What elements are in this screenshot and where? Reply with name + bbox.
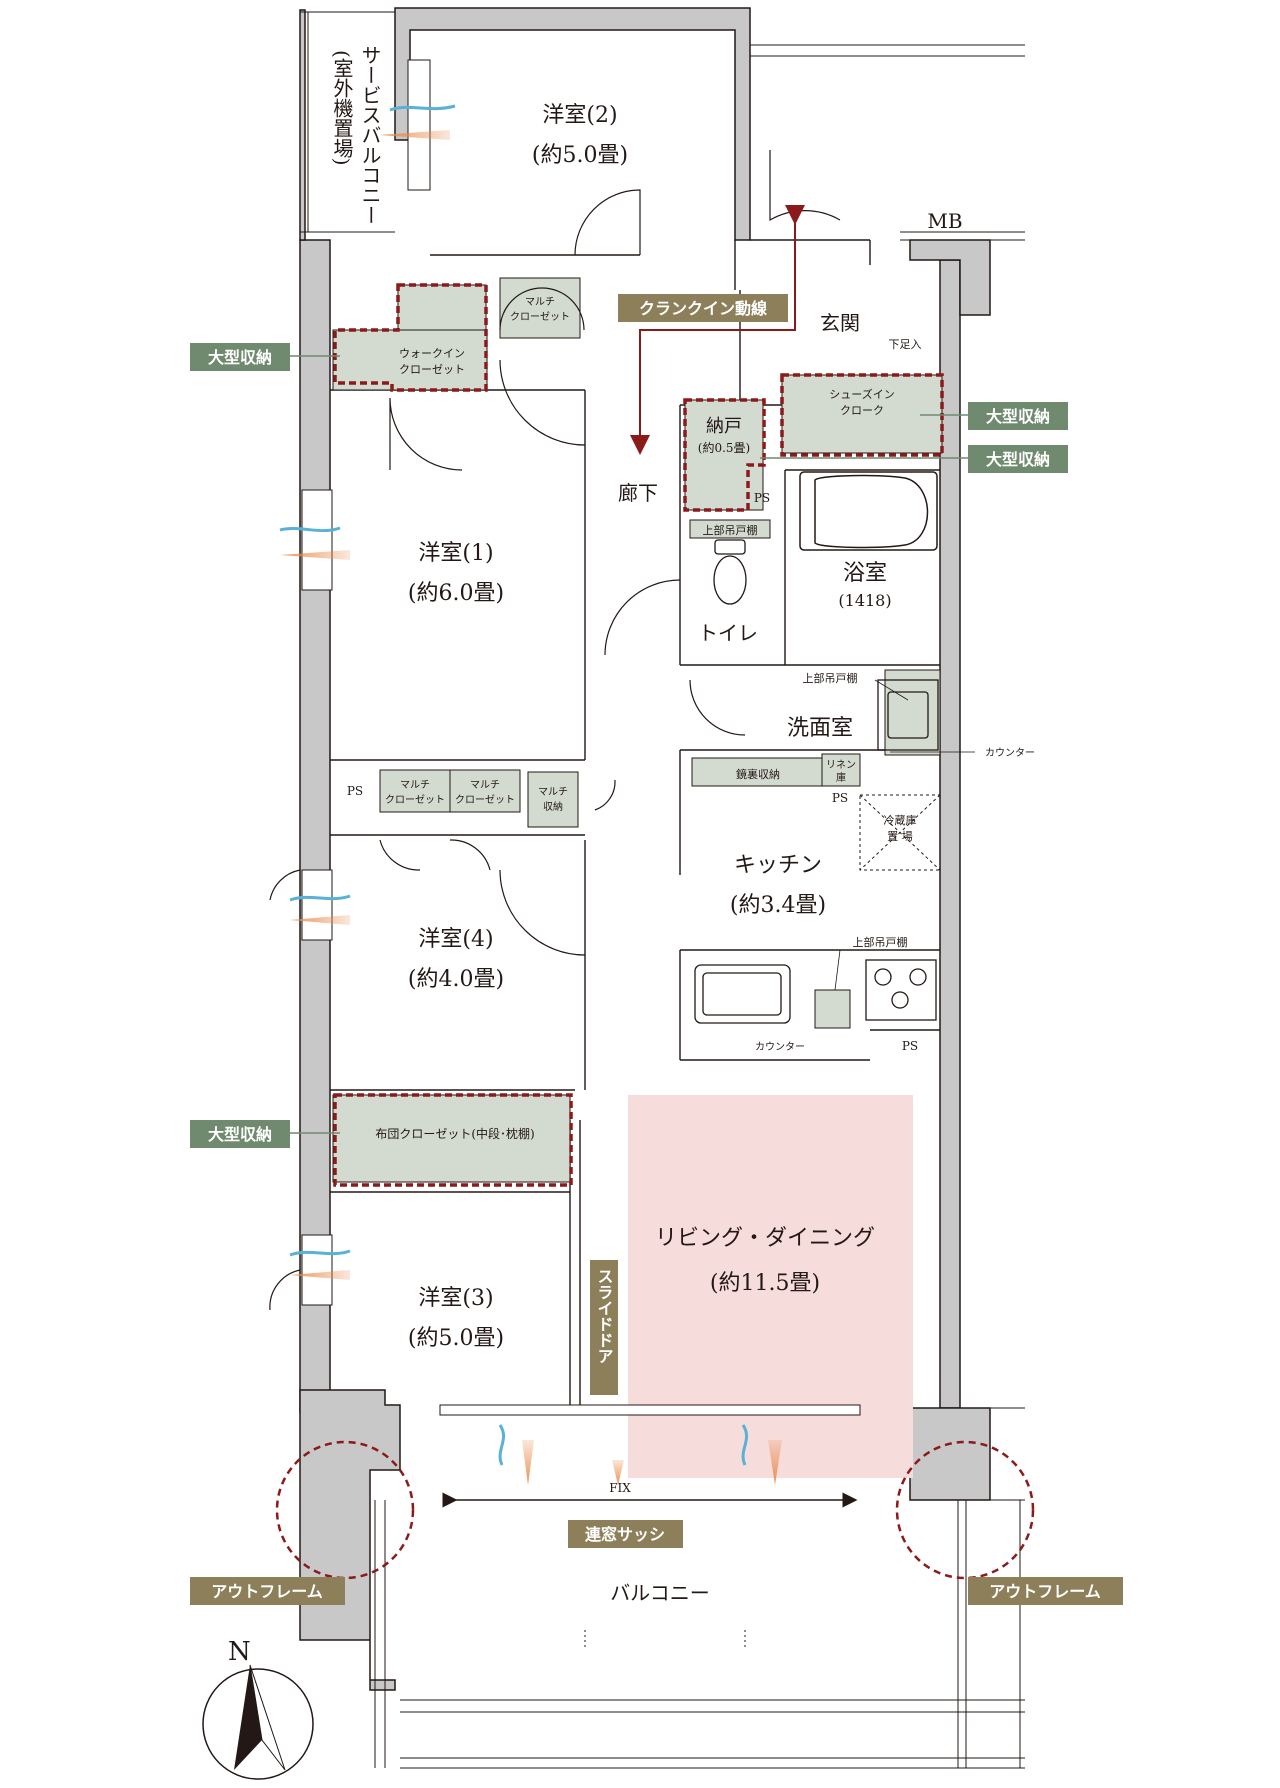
shoes-in-label-1: シューズイン — [829, 387, 894, 401]
toilet-upper-label: 上部吊戸棚 — [703, 523, 758, 537]
kitchen-upper-label: 上部吊戸棚 — [853, 935, 908, 949]
tag-large-storage-1: 大型収納 — [208, 348, 272, 367]
mb-name: MB — [927, 209, 962, 233]
leader-lines — [290, 355, 968, 1134]
multi-closet-top — [499, 277, 581, 339]
western3-name: 洋室(3) — [418, 1286, 493, 1311]
multi-closet-mid-2 — [449, 769, 521, 813]
living-size: (約11.5畳) — [710, 1271, 820, 1296]
kitchen-sink — [694, 964, 791, 1024]
entrance-name: 玄関 — [820, 311, 860, 335]
kitchen-name: キッチン — [734, 853, 822, 878]
windows — [301, 59, 861, 1416]
fix-label: FIX — [609, 1481, 631, 1495]
multi-mid-2-label-1: マルチ — [470, 779, 500, 791]
tags: 大型収納 大型収納 大型収納 大型収納 クランクイン動線 アウトフレーム アウト… — [190, 294, 1123, 1605]
bathtub — [799, 471, 938, 551]
fridge-space — [859, 794, 941, 871]
service-balcony-label: サービスバルコニー (室外機置場) — [330, 45, 382, 225]
tag-large-storage-2: 大型収納 — [986, 407, 1050, 426]
balcony-rails — [374, 44, 1025, 1769]
linen-label-1: リネン — [826, 759, 856, 771]
ps-label-3: PS — [832, 791, 848, 805]
tag-slide-door: スライドドア — [595, 1268, 614, 1364]
multi-mid-2-label-2: クローゼット — [455, 794, 515, 806]
futon-closet-label: 布団クローゼット(中段･枕棚) — [375, 1126, 534, 1141]
balcony-name: バルコニー — [610, 1581, 710, 1605]
airflow-marks — [279, 104, 782, 1485]
shoe-rack-label: 下足入 — [889, 338, 922, 351]
multi-top-label-1: マルチ — [525, 296, 555, 308]
crank-in-route — [630, 205, 805, 455]
western1-size: (約6.0畳) — [408, 581, 504, 606]
hallway-name: 廊下 — [618, 481, 658, 505]
wash-upper-label: 上部吊戸棚 — [803, 671, 858, 685]
compass-north: N — [228, 1637, 251, 1667]
room-labels: 洋室(2) (約5.0畳) 洋室(1) (約6.0畳) 洋室(4) (約4.0畳… — [408, 103, 963, 1605]
ps-label-1: PS — [754, 491, 770, 505]
service-balcony-line1: サービスバルコニー — [358, 45, 382, 225]
tag-large-storage-3: 大型収納 — [986, 450, 1050, 469]
ps-label-4: PS — [902, 1039, 918, 1053]
walk-in-label-2: クローゼット — [399, 363, 465, 376]
western2-size: (約5.0畳) — [532, 143, 628, 168]
western2-name: 洋室(2) — [542, 103, 617, 128]
western1-name: 洋室(1) — [418, 541, 493, 566]
compass: N — [202, 1637, 314, 1780]
service-balcony-outline — [300, 11, 395, 233]
linen-label-2: 庫 — [836, 771, 846, 784]
multi-closet-mid-1 — [379, 769, 451, 813]
toilet-fixture — [713, 539, 747, 605]
western4-size: (約4.0畳) — [408, 967, 504, 992]
multi-storage-label-1: マルチ — [538, 786, 568, 798]
wash-upper-cabinet — [884, 669, 941, 756]
tag-continuous-sash: 連窓サッシ — [585, 1525, 665, 1544]
out-frame-circles — [275, 1440, 1035, 1580]
bath-size: (1418) — [838, 591, 891, 610]
info-leaders — [834, 679, 975, 991]
kitchen-upper-cabinet — [814, 989, 851, 1029]
mirror-storage-area — [691, 757, 825, 787]
tag-out-frame-left: アウトフレーム — [211, 1582, 323, 1601]
sink-fixture — [877, 679, 939, 751]
toilet-name: トイレ — [698, 621, 758, 645]
service-balcony-line2: (室外機置場) — [330, 50, 354, 166]
shoes-in-label-2: クローク — [840, 404, 884, 417]
kitchen-size: (約3.4畳) — [730, 893, 826, 918]
multi-storage-label-2: 収納 — [543, 800, 563, 813]
western4-name: 洋室(4) — [418, 927, 493, 952]
storage-labels: ウォークイン クローゼット マルチ クローゼット シューズイン クローク 下足入… — [347, 296, 1035, 1495]
walk-in-label-1: ウォークイン — [399, 347, 465, 360]
mirror-storage-label: 鏡裏収納 — [736, 767, 780, 781]
linen-storage-area — [821, 753, 861, 787]
tag-crank-in: クランクイン動線 — [639, 299, 767, 318]
storage-room-name: 納戸 — [706, 416, 742, 437]
toilet-upper-cabinet — [689, 519, 771, 539]
fridge-label-1: 冷蔵庫 — [884, 813, 917, 827]
doors — [269, 150, 841, 1311]
counter-label-wash: カウンター — [985, 747, 1035, 759]
counter-label-kitchen: カウンター — [755, 1041, 805, 1053]
multi-storage-mid — [527, 771, 579, 828]
living-name: リビング・ダイニング — [655, 1226, 875, 1251]
bath-name: 浴室 — [843, 561, 887, 586]
tag-large-storage-4: 大型収納 — [208, 1125, 272, 1144]
fridge-label-2: 置 場 — [887, 830, 913, 843]
storage-room-size: (約0.5畳) — [698, 440, 750, 455]
tag-out-frame-right: アウトフレーム — [989, 1582, 1101, 1601]
stove-icon — [865, 959, 937, 1021]
ps-label-2: PS — [347, 784, 363, 798]
western3-size: (約5.0畳) — [408, 1326, 504, 1351]
multi-top-label-2: クローゼット — [510, 311, 570, 323]
washroom-name: 洗面室 — [787, 716, 853, 741]
multi-mid-1-label-1: マルチ — [400, 779, 430, 791]
walk-in-closet-area — [332, 329, 488, 391]
multi-mid-1-label-2: クローゼット — [385, 794, 445, 806]
